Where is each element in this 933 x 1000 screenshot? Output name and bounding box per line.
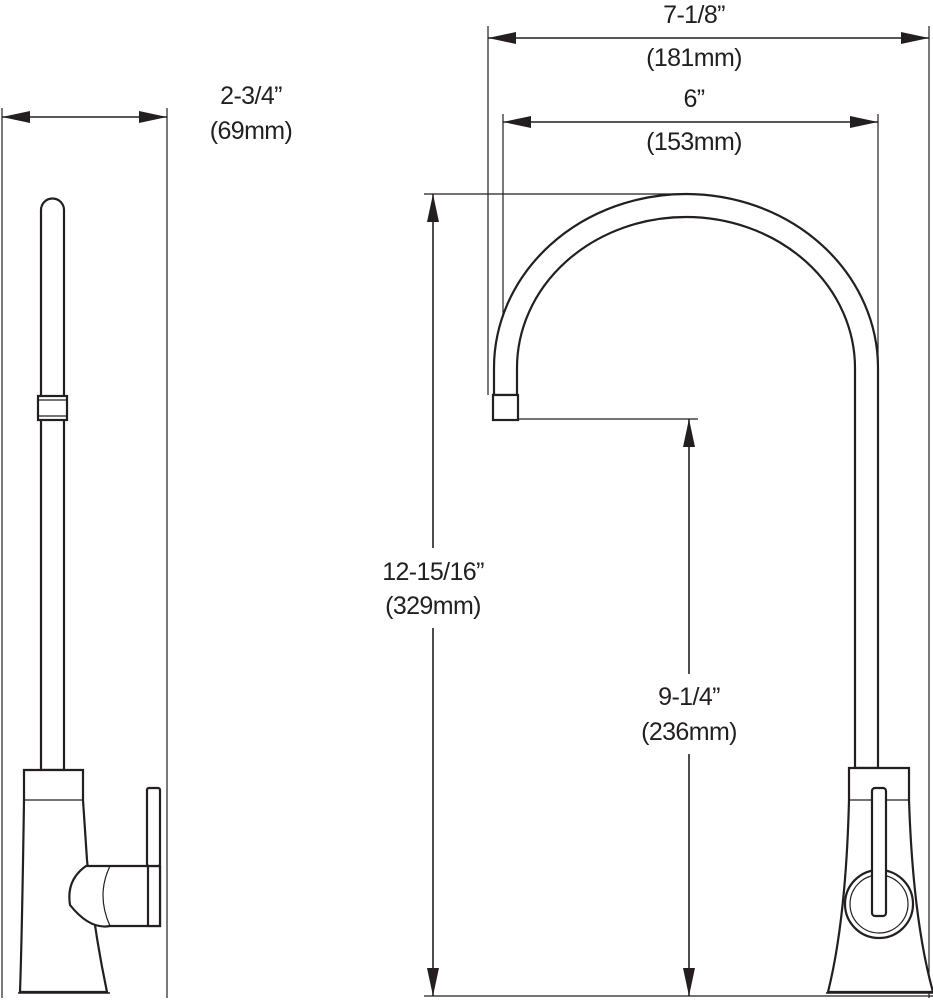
spout-reach-metric: (153mm) xyxy=(646,128,742,156)
side-width-imperial: 2-3/4” xyxy=(220,82,282,110)
front-gooseneck-spout xyxy=(492,192,880,770)
overall-reach-imperial: 7-1/8” xyxy=(663,1,725,29)
side-handle-hub-edge xyxy=(102,865,111,927)
side-width-arrow-right xyxy=(139,111,167,123)
front-view-faucet xyxy=(424,26,933,998)
side-handle-hub xyxy=(68,864,162,928)
spout-reach-imperial: 6” xyxy=(683,85,704,113)
front-spout-tip xyxy=(491,393,520,422)
side-width-arrow-left xyxy=(2,111,30,123)
spout-reach-arrow-left xyxy=(503,116,531,128)
overall-height-metric: (329mm) xyxy=(385,592,481,620)
side-handle-cap xyxy=(146,864,162,928)
side-width-metric: (69mm) xyxy=(210,117,293,145)
spout-clearance-metric: (236mm) xyxy=(641,718,737,746)
overall-height-arrow-top xyxy=(427,194,439,222)
spout-reach-arrow-right xyxy=(850,116,878,128)
side-handle-lever xyxy=(145,786,162,868)
spout-clearance-imperial: 9-1/4” xyxy=(658,683,720,711)
side-spout-tube xyxy=(39,197,66,772)
spout-clearance-label-mask xyxy=(632,674,746,754)
front-handle-lever xyxy=(870,786,888,918)
side-view-faucet xyxy=(1,108,168,998)
overall-reach-metric: (181mm) xyxy=(646,44,742,72)
spout-clearance-arrow-bottom xyxy=(683,968,695,996)
overall-height-arrow-bottom xyxy=(427,968,439,996)
overall-reach-arrow-left xyxy=(488,32,516,44)
overall-reach-arrow-right xyxy=(901,32,929,44)
overall-height-label-mask xyxy=(372,548,494,628)
spout-clearance-arrow-top xyxy=(683,419,695,447)
overall-height-imperial: 12-15/16” xyxy=(382,558,484,586)
